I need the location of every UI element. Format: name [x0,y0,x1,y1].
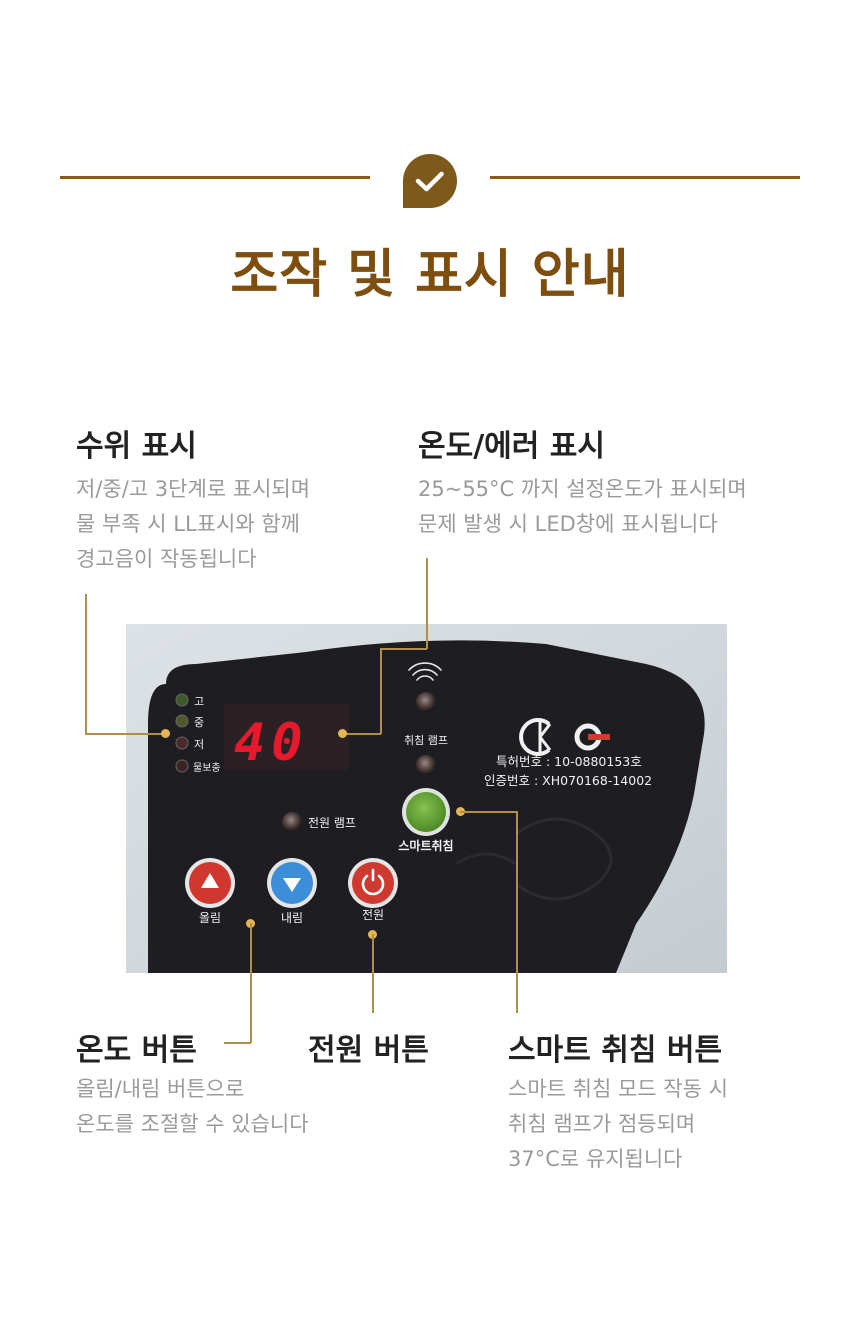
desc-line: 취침 램프가 점등되며 [508,1112,696,1136]
leader-line [426,558,428,649]
control-panel-photo: 고 중 저 물보충 40 취침 램프 전원 램프 스마트취침 [126,624,727,973]
g-mark-icon [574,723,610,751]
leader-line [380,648,382,734]
smart-sleep-desc: 스마트 취침 모드 작동 시 취침 램프가 점등되며 37°C로 유지됩니다 [508,1072,728,1177]
smart-sleep-button[interactable] [402,788,450,836]
patent-number: 특허번호 : 10-0880153호 [496,754,642,769]
desc-line: 경고음이 작동됩니다 [76,547,257,571]
sleep-lamp [416,755,436,775]
header-divider-right [490,176,800,179]
desc-line: 문제 발생 시 LED창에 표시됩니다 [418,512,718,536]
wifi-lamp [416,692,436,712]
temp-error-desc: 25~55°C 까지 설정온도가 표시되며 문제 발생 시 LED창에 표시됩니… [418,472,747,542]
up-button-label: 올림 [199,911,221,925]
temperature-readout: 40 [234,713,309,773]
power-icon [361,868,385,896]
power-button-title: 전원 버튼 [308,1033,429,1068]
leader-line [85,594,87,734]
leader-line [516,811,518,1013]
water-level-title: 수위 표시 [76,429,197,464]
power-lamp [282,812,302,832]
temp-error-title: 온도/에러 표시 [418,429,606,464]
smart-sleep-title: 스마트 취침 버튼 [508,1033,723,1068]
water-level-indicator: 고 중 저 물보충 [175,693,221,774]
leader-dot [161,729,170,738]
down-arrow-icon [283,878,301,892]
sleep-lamp-label: 취침 램프 [404,734,448,747]
leader-line [343,733,381,735]
leader-line [372,934,374,1013]
leader-line [250,923,252,1043]
temp-up-button[interactable] [185,858,235,908]
level-label-mid: 중 [194,716,204,729]
kc-mark-icon [519,718,552,756]
header-divider-left [60,176,370,179]
level-label-low: 저 [194,738,204,751]
desc-line: 25~55°C 까지 설정온도가 표시되며 [418,477,747,501]
desc-line: 스마트 취침 모드 작동 시 [508,1077,728,1101]
leader-line [224,1042,251,1044]
cert-number: 인증번호 : XH070168-14002 [484,773,652,788]
page-title: 조작 및 표시 안내 [230,245,630,305]
up-arrow-icon [201,873,219,888]
temp-button-title: 온도 버튼 [76,1033,197,1068]
desc-line: 올림/내림 버튼으로 [76,1077,245,1101]
desc-line: 물 부족 시 LL표시와 함께 [76,512,300,536]
leader-line [85,733,166,735]
desc-line: 온도를 조절할 수 있습니다 [76,1112,309,1136]
level-label-high: 고 [194,695,204,708]
water-level-desc: 저/중/고 3단계로 표시되며 물 부족 시 LL표시와 함께 경고음이 작동됩… [76,472,310,577]
temp-button-desc: 올림/내림 버튼으로 온도를 조절할 수 있습니다 [76,1072,309,1142]
wifi-signal-icon [408,662,442,681]
desc-line: 37°C로 유지됩니다 [508,1147,683,1171]
leader-line [380,648,427,650]
down-button-label: 내림 [281,911,303,925]
power-button[interactable] [348,858,398,908]
power-button-label: 전원 [362,908,384,922]
check-badge-icon [403,154,457,208]
led-display: 40 [224,704,349,773]
leader-dot [338,729,347,738]
power-lamp-label: 전원 램프 [308,816,356,830]
smart-sleep-label: 스마트취침 [398,838,453,853]
desc-line: 저/중/고 3단계로 표시되며 [76,477,311,501]
temp-down-button[interactable] [267,858,317,908]
leader-line [460,811,517,813]
level-label-refill: 물보충 [193,762,221,774]
